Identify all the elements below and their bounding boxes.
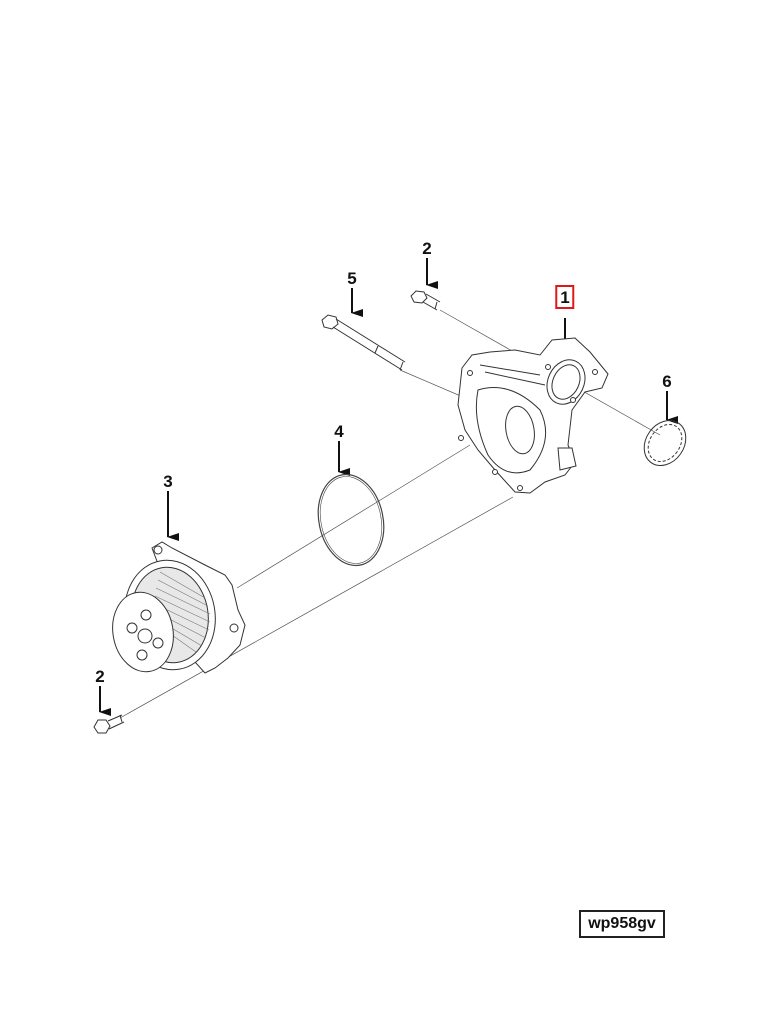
callout-arrows: [99, 258, 678, 716]
callout-2-lower[interactable]: 2: [95, 667, 105, 686]
long-capscrew-part[interactable]: [321, 314, 406, 371]
figure-reference-code: wp958gv: [579, 910, 665, 938]
callout-1-highlighted[interactable]: 1: [555, 285, 575, 309]
capscrew-lower-part[interactable]: [93, 714, 125, 734]
outlet-gasket-part[interactable]: [636, 412, 695, 473]
water-pump-pulley-part[interactable]: [107, 541, 246, 677]
o-ring-seal-part[interactable]: [310, 468, 392, 571]
water-pump-housing-part[interactable]: [457, 337, 609, 494]
callout-2-upper[interactable]: 2: [422, 239, 432, 258]
callout-4[interactable]: 4: [334, 422, 344, 441]
callout-5[interactable]: 5: [347, 269, 357, 288]
callout-3[interactable]: 3: [163, 472, 173, 491]
callout-6[interactable]: 6: [662, 372, 672, 391]
capscrew-upper-part[interactable]: [410, 290, 441, 311]
